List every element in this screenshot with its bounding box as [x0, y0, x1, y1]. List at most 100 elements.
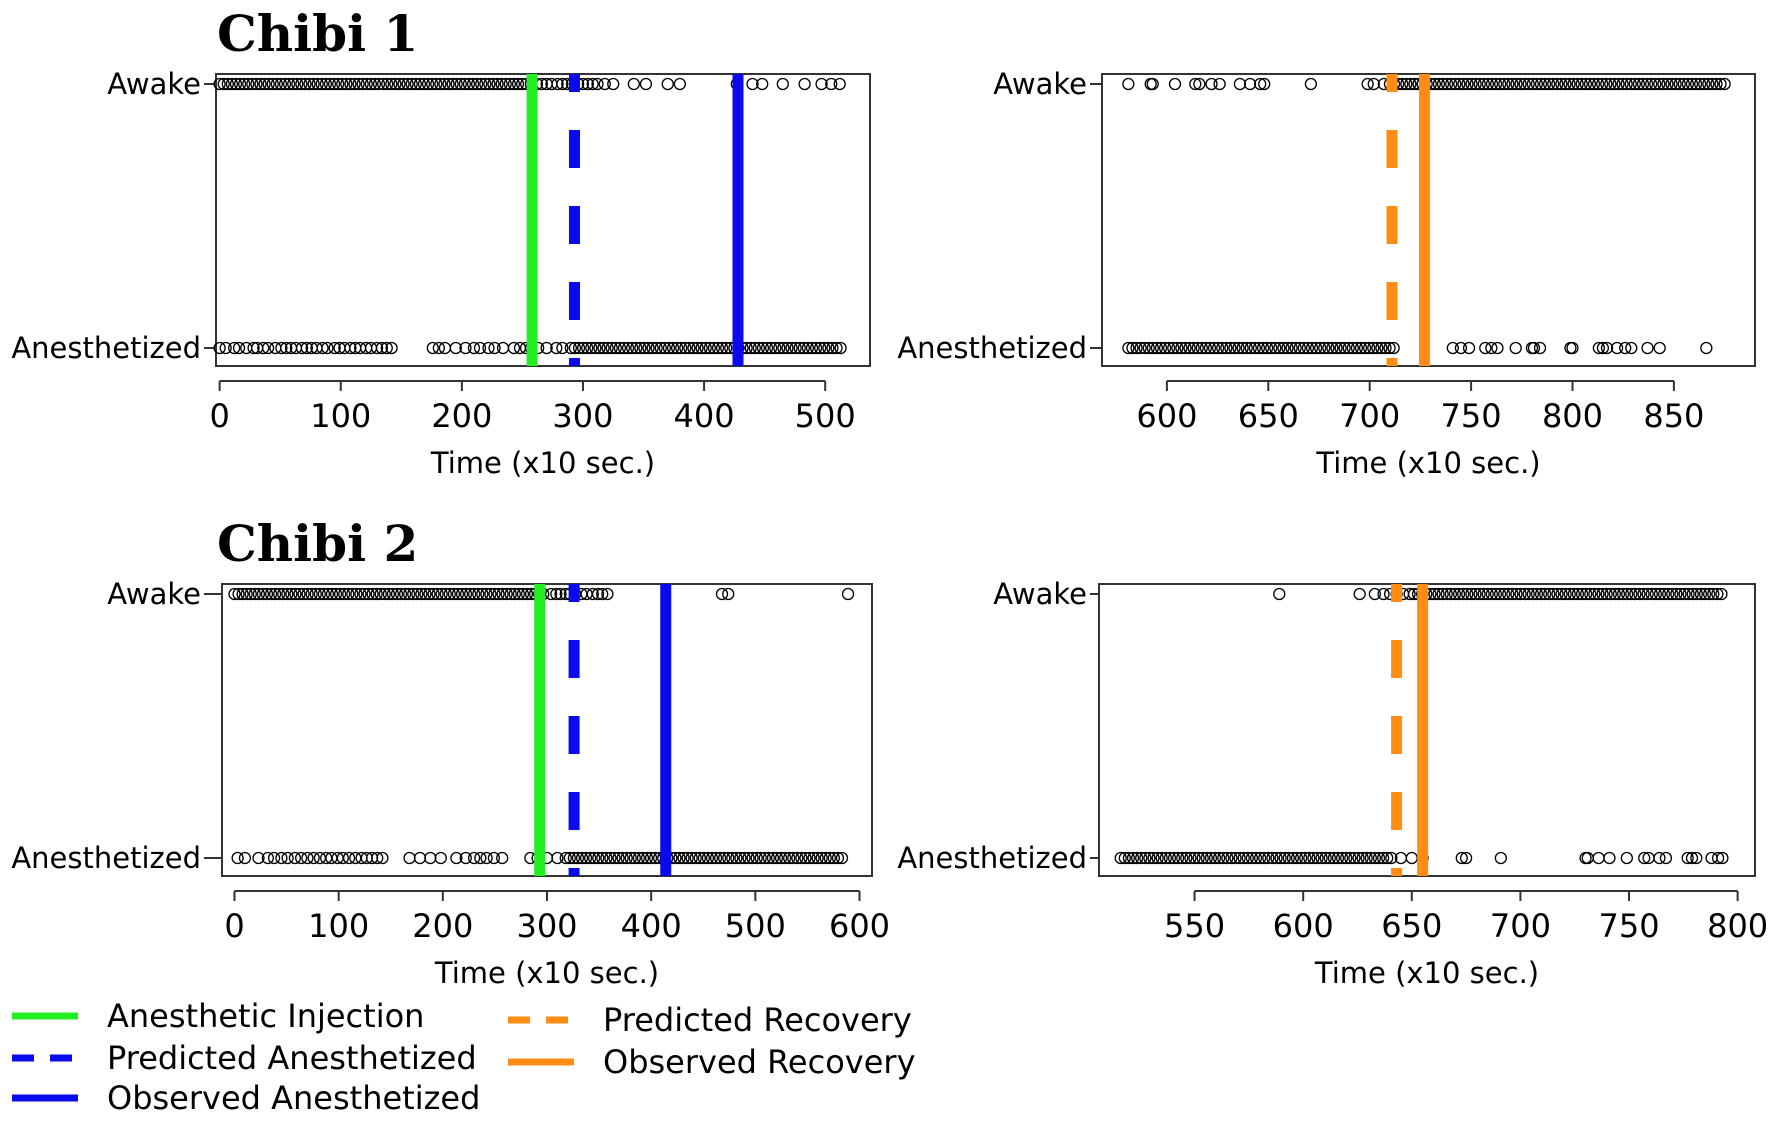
data-point	[1254, 77, 1267, 91]
data-point	[1358, 341, 1372, 355]
data-point	[1204, 851, 1218, 865]
data-point	[608, 851, 621, 865]
data-point	[371, 851, 384, 865]
data-point	[1485, 77, 1499, 91]
data-point	[1143, 851, 1156, 865]
data-point	[293, 587, 306, 601]
y-tick-label-awake: Awake	[993, 67, 1087, 101]
data-point	[483, 77, 496, 91]
data-point	[1297, 341, 1311, 355]
data-point	[1711, 587, 1724, 601]
data-point	[815, 77, 828, 91]
data-point	[349, 341, 362, 355]
data-point	[797, 341, 810, 355]
data-point	[1526, 77, 1539, 91]
data-point	[385, 341, 398, 355]
data-point	[567, 851, 581, 865]
data-point	[823, 851, 836, 865]
data-point	[787, 851, 800, 865]
data-point	[620, 851, 633, 865]
data-point	[1260, 341, 1274, 355]
data-point	[1596, 341, 1610, 355]
data-point	[217, 77, 230, 91]
data-point	[1360, 851, 1373, 865]
data-point	[332, 77, 345, 91]
data-point	[1620, 851, 1633, 865]
data-point	[793, 341, 806, 355]
data-point	[818, 341, 831, 355]
data-point	[1592, 587, 1605, 601]
data-point	[834, 341, 847, 355]
data-point	[581, 77, 594, 91]
data-point	[778, 851, 792, 865]
data-point	[1498, 77, 1511, 91]
data-point	[1444, 587, 1458, 601]
data-point	[415, 587, 428, 601]
data-point	[1547, 587, 1560, 601]
data-point	[1596, 587, 1609, 601]
data-point	[1567, 587, 1581, 601]
data-point	[374, 587, 387, 601]
data-point	[236, 587, 249, 601]
data-point	[349, 851, 362, 865]
data-point	[1604, 587, 1617, 601]
data-point	[1465, 77, 1478, 91]
data-point	[401, 77, 414, 91]
data-point	[1637, 587, 1650, 601]
data-point	[677, 851, 690, 865]
data-point	[364, 77, 378, 91]
data-point	[291, 77, 304, 91]
data-point	[257, 341, 270, 355]
data-point	[1428, 587, 1441, 601]
data-point	[356, 77, 369, 91]
data-point	[1636, 77, 1650, 91]
data-point	[769, 341, 782, 355]
data-point	[1473, 587, 1486, 601]
data-point	[777, 341, 790, 355]
data-point	[419, 587, 432, 601]
data-point	[1563, 587, 1576, 601]
data-point	[734, 851, 747, 865]
data-point	[1277, 341, 1290, 355]
data-point	[342, 587, 355, 601]
data-point	[250, 77, 263, 91]
data-point	[654, 341, 667, 355]
data-points	[1114, 587, 1729, 865]
data-point	[640, 851, 654, 865]
data-point	[454, 77, 467, 91]
data-point	[1269, 341, 1282, 355]
data-point	[1376, 851, 1390, 865]
data-point	[1555, 587, 1568, 601]
data-point	[1603, 851, 1616, 865]
data-point	[738, 851, 751, 865]
data-point	[246, 77, 259, 91]
data-point	[583, 851, 597, 865]
data-point	[1305, 341, 1319, 355]
data-point	[819, 851, 832, 865]
data-point	[232, 587, 245, 601]
data-point	[1689, 77, 1703, 91]
data-point	[1624, 77, 1637, 91]
data-point	[718, 851, 731, 865]
data-point	[303, 77, 316, 91]
data-point	[1289, 341, 1302, 355]
data-point	[601, 341, 614, 355]
data-point	[616, 851, 629, 865]
data-point	[1485, 341, 1498, 355]
data-point	[1338, 341, 1351, 355]
data-point	[596, 587, 609, 601]
data-point	[799, 851, 812, 865]
data-point	[1491, 341, 1504, 355]
data-point	[1375, 341, 1388, 355]
data-point	[301, 587, 314, 601]
data-point	[233, 77, 247, 91]
data-point	[475, 77, 488, 91]
data-point	[699, 341, 712, 355]
data-point	[825, 77, 838, 91]
data-point	[449, 341, 462, 355]
data-point	[766, 851, 780, 865]
x-tick-label: 750	[1598, 907, 1659, 945]
data-point	[295, 851, 308, 865]
data-point	[447, 587, 461, 601]
